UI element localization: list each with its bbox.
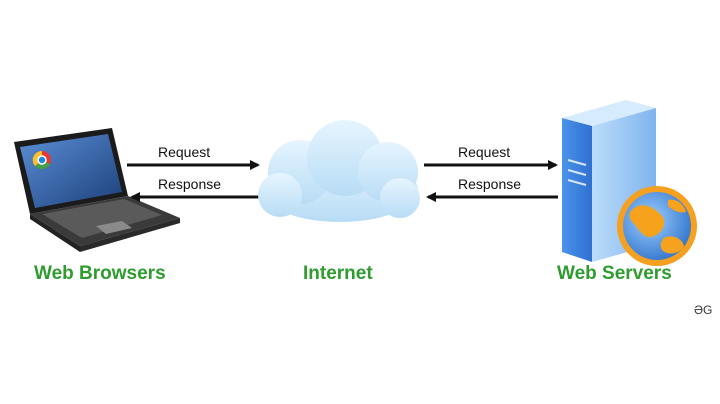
browser-label: Web Browsers [34,263,166,284]
laptop-icon [14,128,180,252]
left-request-label: Request [158,144,210,160]
browser-icon [32,150,51,170]
internet-label: Internet [303,263,373,284]
cloud-icon [258,120,420,222]
server-label: Web Servers [557,263,672,284]
globe-icon [617,186,697,266]
gfg-logo: ƏG [694,303,712,317]
right-response-label: Response [458,176,521,192]
left-response-label: Response [158,176,221,192]
right-request-label: Request [458,144,510,160]
